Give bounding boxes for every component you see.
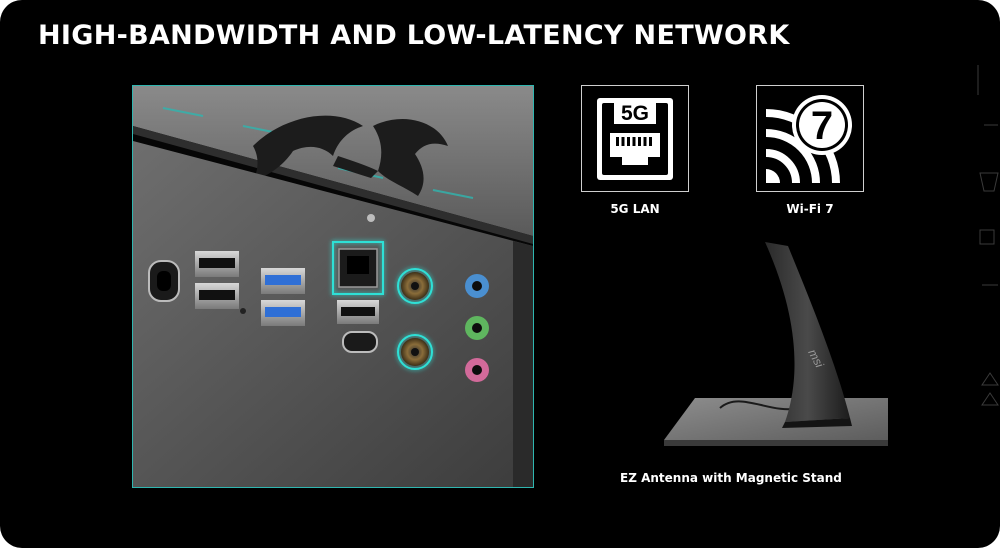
antenna-caption: EZ Antenna with Magnetic Stand	[620, 471, 842, 485]
dragon-logo-icon	[253, 115, 448, 196]
badge-5g: 5G	[621, 102, 649, 125]
page-title: HIGH-BANDWIDTH AND LOW-LATENCY NETWORK	[38, 20, 790, 51]
feature-label-wifi-7: Wi-Fi 7	[786, 202, 834, 216]
antenna-image: msi	[664, 242, 888, 446]
io-panel-image	[132, 85, 534, 488]
badge-7: 7	[811, 104, 833, 148]
decorative-edge-graphic	[977, 65, 999, 406]
feature-label-5g-lan: 5G LAN	[610, 202, 660, 216]
wifi-7-icon: 7	[765, 94, 852, 183]
feature-wifi-7: 7 Wi-Fi 7	[756, 85, 864, 216]
feature-icon-box: 7	[756, 85, 864, 192]
io-panel-illustration	[133, 86, 533, 487]
feature-5g-lan: 5G 5G LAN	[581, 85, 689, 216]
feature-icon-box: 5G	[581, 85, 689, 192]
ethernet-port-icon: 5G	[597, 97, 673, 180]
